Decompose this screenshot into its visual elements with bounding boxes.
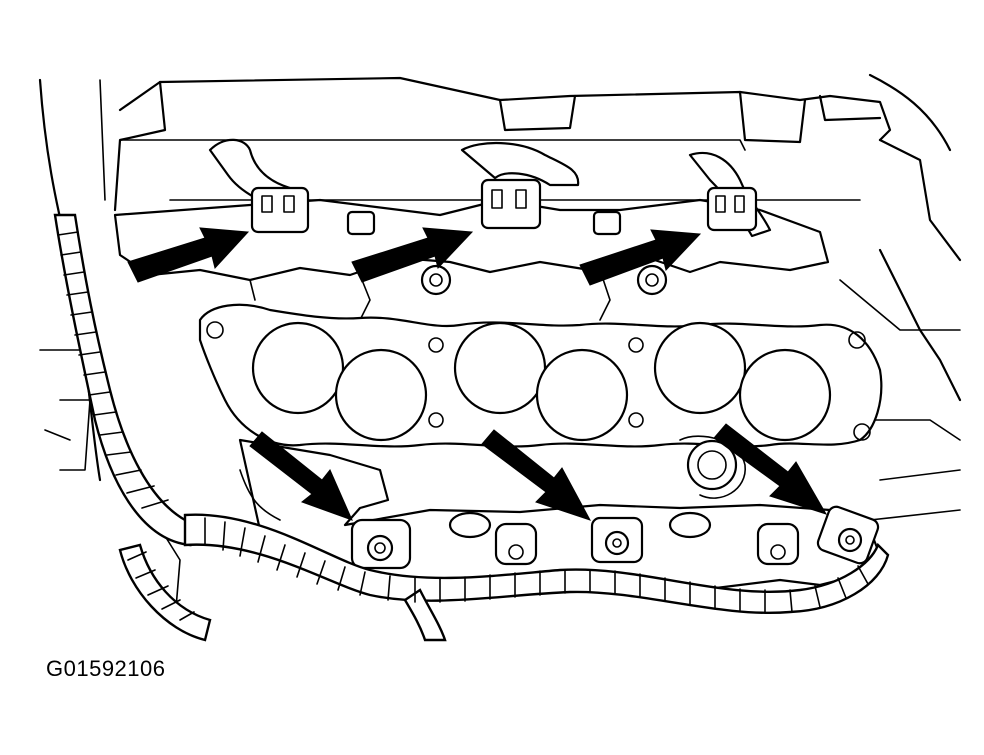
manifold-flange [198, 303, 883, 448]
lower-nut-2 [756, 522, 800, 566]
lower-connector-1 [350, 518, 412, 570]
lower-connector-2 [590, 516, 644, 564]
arrow-connector-1 [249, 431, 353, 521]
lower-nut-1 [494, 522, 538, 566]
injector-connector-1 [208, 138, 310, 234]
lower-connector-3 [816, 505, 880, 565]
injector-connector-3 [688, 151, 772, 238]
callout-arrows-upper [127, 227, 702, 286]
callout-arrows-lower [249, 423, 828, 521]
injector-connector-2 [460, 142, 580, 230]
arrow-connector-3 [713, 423, 828, 515]
figure-id-label: G01592106 [46, 656, 166, 681]
wire-harness [53, 213, 890, 642]
arrow-connector-2 [481, 429, 592, 521]
arrow-injector-1 [127, 227, 250, 283]
arrow-injector-3 [579, 229, 702, 286]
arrow-injector-2 [351, 227, 474, 283]
